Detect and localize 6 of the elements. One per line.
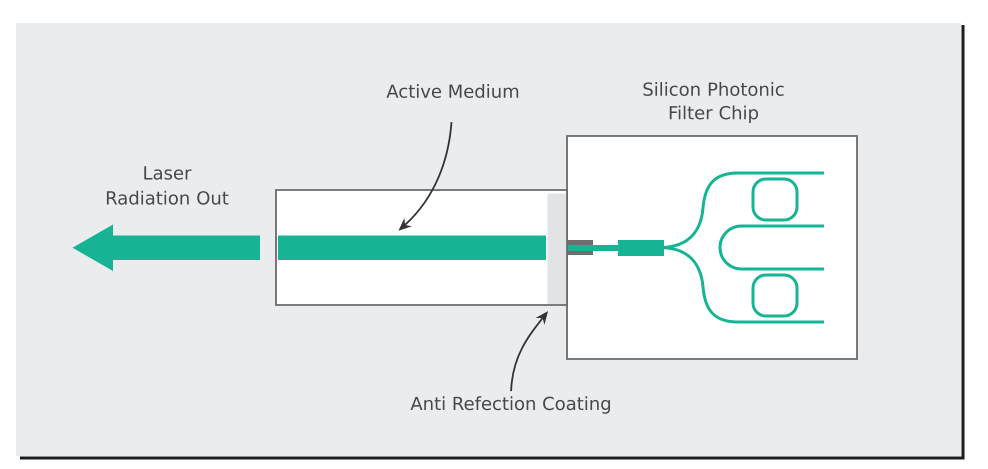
coating-strip <box>548 194 566 304</box>
callout-label: Active Medium <box>386 84 518 98</box>
medium-bar <box>278 236 546 260</box>
text-label: Laser Radiation Out <box>106 166 228 205</box>
box-heading: Silicon Photonic Filter Chip <box>644 82 784 123</box>
callout-label: Anti Refection Coating <box>410 396 610 414</box>
